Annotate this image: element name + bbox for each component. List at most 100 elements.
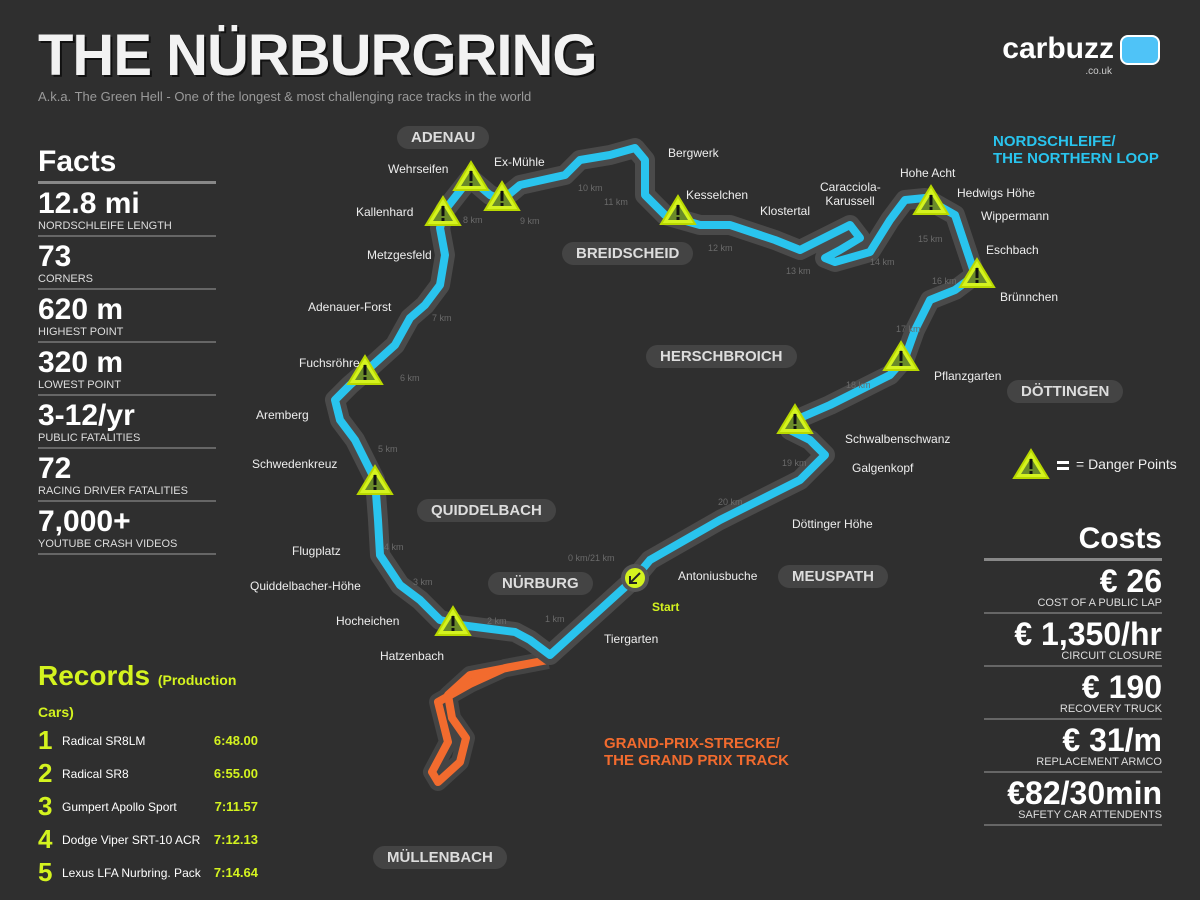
grand-prix-track — [423, 651, 550, 791]
corner-label: Tiergarten — [604, 632, 659, 646]
records-title: Records — [38, 660, 151, 691]
fact-label: YOUTUBE CRASH VIDEOS — [38, 538, 178, 550]
record-time: 7:11.57 — [214, 799, 258, 814]
km-marker: 16 km — [932, 276, 957, 286]
km-marker: 17 km — [896, 324, 921, 334]
km-marker: 9 km — [520, 216, 540, 226]
danger-warning-icon — [912, 184, 950, 215]
km-marker: 7 km — [432, 313, 452, 323]
km-marker: 1 km — [545, 614, 565, 624]
equals-mark — [1057, 467, 1069, 470]
record-rank: 5 — [38, 857, 53, 887]
danger-warning-icon — [356, 464, 394, 495]
corner-label: Hohe Acht — [900, 166, 956, 180]
record-time: 6:48.00 — [213, 733, 258, 748]
record-time: 7:12.13 — [213, 832, 258, 847]
corner-label: Eschbach — [986, 243, 1039, 257]
danger-legend: = Danger Points — [1076, 456, 1177, 472]
records-heading: Records (Production Cars) — [38, 660, 258, 724]
corner-label: Klostertal — [760, 204, 811, 218]
record-rank: 2 — [38, 758, 53, 788]
corner-label: Wippermann — [981, 209, 1050, 223]
record-row: 4 Dodge Viper SRT-10 ACR 7:12.13 — [38, 823, 258, 856]
fact-value: 7,000+ — [38, 505, 131, 538]
record-rank: 1 — [38, 725, 53, 755]
cost-label: COST OF A PUBLIC LAP — [1037, 597, 1162, 609]
corner-label: Hocheichen — [336, 614, 400, 628]
corner-label: Galgenkopf — [852, 461, 914, 475]
costs-heading: Costs — [984, 522, 1162, 561]
nordschleife-label: NORDSCHLEIFE/THE NORTHERN LOOP — [993, 133, 1159, 167]
subtitle: A.k.a. The Green Hell - One of the longe… — [38, 89, 532, 104]
fact-value: 620 m — [38, 293, 124, 326]
corner-label: Schwalbenschwanz — [845, 432, 951, 446]
corner-label: Fuchsröhre — [299, 356, 360, 370]
km-marker: 13 km — [786, 266, 811, 276]
town-label: DÖTTINGEN — [1007, 380, 1124, 403]
danger-warning-icon — [483, 180, 521, 211]
town-label: BREIDSCHEID — [562, 242, 694, 265]
town-label: MEUSPATH — [778, 565, 888, 588]
town-label: HERSCHBROICH — [646, 345, 797, 368]
corner-label: Wehrseifen — [388, 162, 449, 176]
km-marker: 15 km — [918, 234, 943, 244]
corner-label: Kesselchen — [686, 188, 749, 202]
fact-value: 320 m — [38, 346, 124, 379]
danger-warning-icon — [434, 605, 472, 636]
gp-label-line: GRAND-PRIX-STRECKE/ — [604, 735, 780, 752]
carbuzz-logo[interactable]: carbuzz.co.uk — [1002, 32, 1160, 77]
legend-danger-icon — [1012, 448, 1050, 479]
nordschleife-label-line: NORDSCHLEIFE/ — [993, 133, 1116, 150]
town-label: NÜRBURG — [488, 572, 593, 595]
corner-label: Metzgesfeld — [367, 248, 432, 262]
record-car: Lexus LFA Nurbring. Pack — [62, 865, 201, 880]
logo-text: carbuzz — [1002, 32, 1114, 65]
cost-value: € 26 — [1099, 563, 1162, 599]
km-marker: 12 km — [708, 243, 733, 253]
corner-label: Flugplatz — [292, 544, 341, 558]
corner-label: Kallenhard — [356, 205, 414, 219]
fact-item: 7,000+YOUTUBE CRASH VIDEOS — [38, 502, 216, 555]
fact-label: LOWEST POINT — [38, 379, 121, 391]
gp-label-line: THE GRAND PRIX TRACK — [604, 752, 790, 769]
danger-warning-icon — [882, 340, 920, 371]
cost-value: € 31/m — [1062, 722, 1162, 758]
corner-label: Hatzenbach — [380, 649, 445, 663]
cost-value: € 1,350/hr — [1014, 616, 1162, 652]
danger-warning-icon — [346, 354, 384, 385]
record-car: Dodge Viper SRT-10 ACR — [62, 832, 201, 847]
fact-value: 3-12/yr — [38, 399, 135, 432]
town-label: QUIDDELBACH — [417, 499, 556, 522]
record-car: Gumpert Apollo Sport — [62, 799, 177, 814]
record-car: Radical SR8 — [62, 766, 129, 781]
corner-label: Brünnchen — [1000, 290, 1059, 304]
danger-warning-icon — [452, 160, 490, 191]
km-marker: 0 km/21 km — [568, 553, 615, 563]
town-label: MÜLLENBACH — [373, 846, 507, 869]
fact-value: 73 — [38, 240, 72, 273]
corner-label: Quiddelbacher-Höhe — [250, 579, 361, 593]
town-label: ADENAU — [397, 126, 490, 149]
corner-label: Ex-Mühle — [494, 155, 545, 169]
corner-label: Aremberg — [256, 408, 309, 422]
record-rank: 4 — [38, 824, 53, 854]
facts-heading: Facts — [38, 145, 216, 184]
corner-label: Hedwigs Höhe — [957, 186, 1036, 200]
corner-label: Antoniusbuche — [678, 569, 758, 583]
nordschleife-label-line: THE NORTHERN LOOP — [993, 150, 1159, 167]
km-marker: 6 km — [400, 373, 420, 383]
danger-points — [346, 160, 1069, 636]
cost-value: € 190 — [1081, 669, 1162, 705]
